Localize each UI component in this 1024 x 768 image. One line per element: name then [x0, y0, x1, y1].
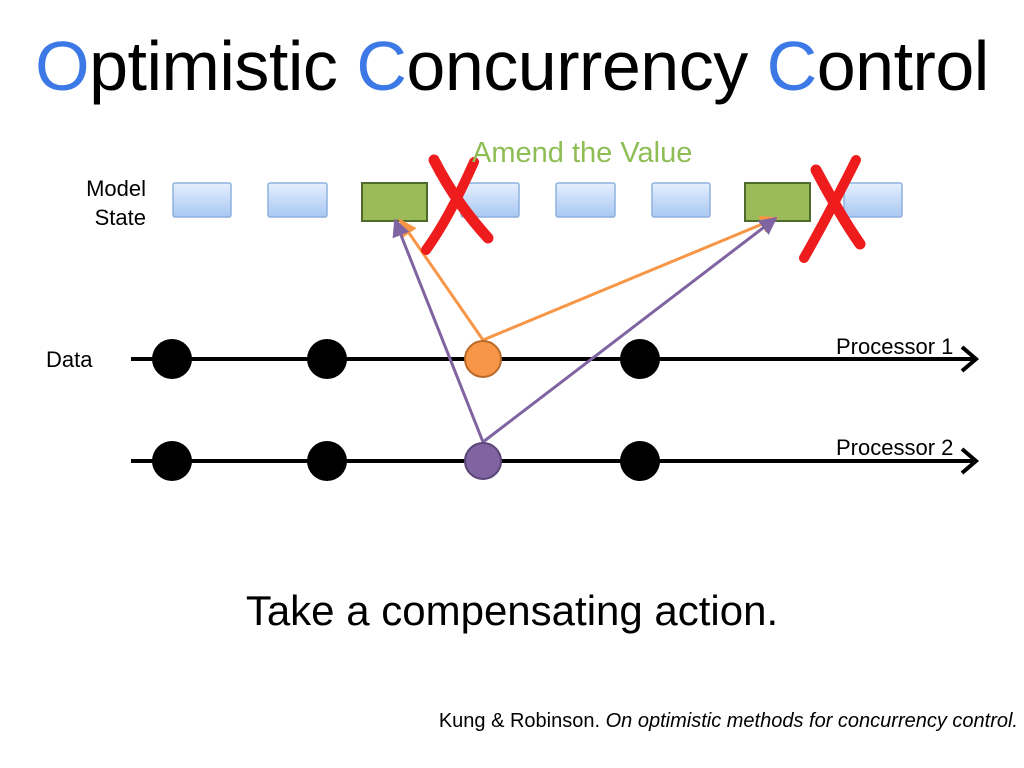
amend-value-label: Amend the Value [472, 137, 693, 169]
model-state-boxes [172, 182, 903, 222]
data-point [620, 339, 660, 379]
processor-1-update-arrow-b [482, 215, 779, 342]
data-point [152, 441, 192, 481]
state-box-3-amended [361, 182, 428, 222]
processor-2-data-points [152, 441, 660, 481]
processor-2-update-arrow-a [392, 218, 485, 443]
state-box-7-amended [744, 182, 811, 222]
data-label: Data [46, 347, 93, 372]
title-initial-o: O [35, 27, 90, 105]
processor-1-arrowhead [960, 345, 980, 373]
slide-title: Optimistic Concurrency Control [0, 24, 1024, 108]
data-point [307, 339, 347, 379]
data-point [620, 441, 660, 481]
processor-2-update-arrow-b [482, 216, 778, 444]
conflict-cross-icon [421, 154, 494, 255]
citation-authors: Kung & Robinson. [438, 710, 606, 732]
model-state-label: Model State [86, 176, 146, 230]
state-box-8 [843, 182, 903, 218]
title-word-1: ptimistic [89, 27, 357, 105]
state-box-6 [651, 182, 711, 218]
citation: Kung & Robinson. On optimistic methods f… [420, 708, 1018, 735]
processor-2-arrowhead [960, 447, 980, 475]
title-initial-c1: C [356, 27, 407, 105]
data-point [307, 441, 347, 481]
title-word-3: ontrol [816, 27, 990, 105]
processor-2-update-point [464, 442, 502, 480]
data-point [152, 339, 192, 379]
state-box-5 [555, 182, 616, 218]
processor-1-update-point [464, 340, 502, 378]
slide-subtitle: Take a compensating action. [245, 587, 779, 634]
processor-1-data-points [152, 339, 660, 379]
title-initial-c2: C [766, 27, 818, 105]
processor-1-timeline [131, 345, 980, 373]
conflict-cross-icon [799, 155, 866, 263]
citation-title: On optimistic methods for concurrency co… [605, 710, 1018, 732]
processor-1-update-arrow-a [398, 218, 485, 341]
state-box-2 [267, 182, 328, 218]
processor-1-label: Processor 1 [836, 334, 954, 359]
processor-2-timeline [131, 447, 980, 475]
title-word-2: oncurrency [406, 27, 767, 105]
processor-2-label: Processor 2 [836, 435, 954, 460]
state-box-1 [172, 182, 232, 218]
